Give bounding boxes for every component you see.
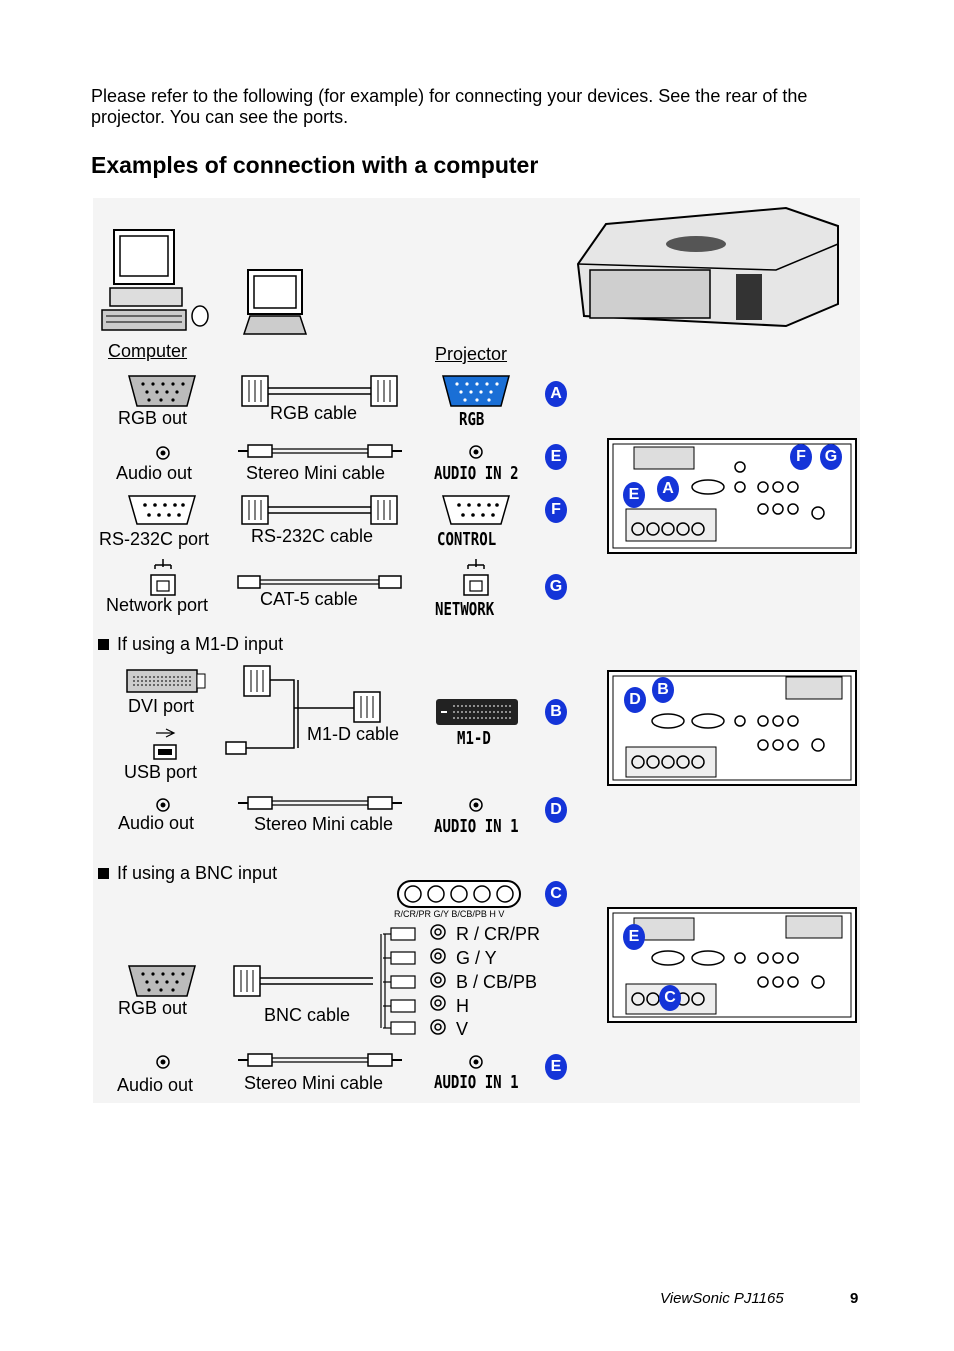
- page-number: 9: [850, 1290, 859, 1307]
- badge-e: E: [545, 444, 567, 470]
- bnc-signal-v: V: [456, 1019, 469, 1039]
- intro-paragraph: Please refer to the following (for examp…: [91, 86, 808, 127]
- rear-panel-1: [607, 438, 857, 554]
- badge-f: F: [545, 497, 567, 523]
- stereo-mini-cable-label: Stereo Mini cable: [246, 463, 386, 483]
- control-port-icon: [442, 495, 510, 525]
- network-port-projector-icon: [463, 559, 489, 596]
- audio-out-label: Audio out: [116, 463, 193, 483]
- bnc-section-title-text: If using a BNC input: [117, 863, 278, 883]
- bnc-section-title: If using a BNC input: [98, 863, 277, 883]
- cat5-cable-icon: [237, 575, 402, 589]
- audio-in-1-label-2: AUDIO IN 1: [434, 1072, 519, 1093]
- footer-product: ViewSonic PJ1165: [660, 1290, 784, 1307]
- panel3-badge-c: C: [659, 985, 681, 1011]
- badge-d: D: [545, 797, 567, 823]
- projector-icon: [576, 206, 839, 328]
- audio-out-label-2: Audio out: [118, 813, 195, 833]
- rs232c-cable-label: RS-232C cable: [251, 526, 374, 546]
- usb-port-label: USB port: [124, 762, 198, 782]
- audio-jack-icon-2: [156, 798, 170, 812]
- vga-port-icon: [128, 375, 196, 407]
- audio-out-label-3: Audio out: [117, 1075, 194, 1095]
- bnc-cable-label: BNC cable: [264, 1005, 351, 1025]
- rs232c-port-icon: [128, 495, 196, 525]
- panel1-badge-g: G: [820, 444, 842, 470]
- m1d-cable-icon: [225, 665, 381, 755]
- dvi-port-label: DVI port: [128, 696, 195, 716]
- rear-panel-3: [607, 907, 857, 1023]
- audio-in-jack-icon-2: [469, 798, 483, 812]
- rgb-port-projector-icon: [442, 375, 510, 407]
- bnc-connector-strip-icon: [397, 880, 521, 908]
- audio-in-2-label: AUDIO IN 2: [434, 463, 519, 484]
- rgb-cable-icon: [241, 375, 398, 407]
- rs232c-cable-icon: [241, 495, 398, 525]
- panel1-badge-a: A: [657, 476, 679, 502]
- dvi-port-icon: [126, 669, 206, 693]
- bnc-signal-h: H: [456, 996, 469, 1016]
- m1d-port-icon: [436, 699, 518, 725]
- panel1-badge-f: F: [790, 444, 812, 470]
- rgb-port-label: RGB: [459, 409, 485, 430]
- bnc-signal-g: G / Y: [456, 948, 497, 968]
- rgb-cable-label: RGB cable: [270, 403, 358, 423]
- control-port-label: CONTROL: [437, 529, 497, 550]
- badge-b: B: [545, 699, 567, 725]
- bnc-connector-caption: R/CR/PR G/Y B/CB/PB H V: [394, 909, 505, 919]
- badge-e-2: E: [545, 1054, 567, 1080]
- m1d-section-title: If using a M1-D input: [98, 634, 283, 654]
- bnc-jack-icons: [430, 924, 446, 1035]
- rs232c-port-label: RS-232C port: [99, 529, 210, 549]
- projector-label: Projector: [435, 344, 508, 364]
- vga-port-icon-2: [128, 965, 196, 997]
- panel1-badge-e: E: [623, 482, 645, 508]
- badge-c: C: [545, 881, 567, 907]
- stereo-mini-cable-icon: [238, 444, 402, 458]
- network-label: NETWORK: [435, 599, 495, 620]
- bullet-icon: [98, 639, 109, 650]
- network-port-icon: [150, 559, 176, 596]
- bnc-cable-icon: [233, 927, 416, 1035]
- stereo-mini-cable-label-3: Stereo Mini cable: [244, 1073, 384, 1093]
- computer-label: Computer: [108, 341, 188, 361]
- bnc-signal-r: R / CR/PR: [456, 924, 541, 944]
- panel2-badge-d: D: [624, 687, 646, 713]
- section-heading: Examples of connection with a computer: [91, 152, 539, 178]
- bnc-signal-b: B / CB/PB: [456, 972, 538, 992]
- m1d-cable-label: M1-D cable: [307, 724, 400, 744]
- bullet-icon-2: [98, 868, 109, 879]
- network-port-label: Network port: [106, 595, 209, 615]
- laptop-icon: [242, 269, 308, 335]
- m1d-port-label: M1-D: [457, 728, 491, 749]
- audio-jack-icon-3: [156, 1055, 170, 1069]
- usb-icon: [153, 728, 177, 760]
- panel2-badge-b: B: [652, 677, 674, 703]
- audio-in-jack-icon-3: [469, 1055, 483, 1069]
- stereo-mini-cable-label-2: Stereo Mini cable: [254, 814, 394, 834]
- rear-panel-2: [607, 670, 857, 786]
- stereo-mini-cable-icon-3: [238, 1053, 402, 1067]
- rgb-out-label: RGB out: [118, 408, 188, 428]
- audio-in-1-label: AUDIO IN 1: [434, 816, 519, 837]
- panel3-badge-e: E: [623, 924, 645, 950]
- badge-g: G: [545, 574, 567, 600]
- desktop-computer-icon: [101, 229, 209, 331]
- badge-a: A: [545, 381, 567, 407]
- m1d-section-title-text: If using a M1-D input: [117, 634, 284, 654]
- cat5-cable-label: CAT-5 cable: [260, 589, 358, 609]
- audio-jack-icon: [156, 446, 170, 460]
- stereo-mini-cable-icon-2: [238, 796, 402, 810]
- rgb-out-label-2: RGB out: [118, 998, 188, 1018]
- audio-in-jack-icon: [469, 445, 483, 459]
